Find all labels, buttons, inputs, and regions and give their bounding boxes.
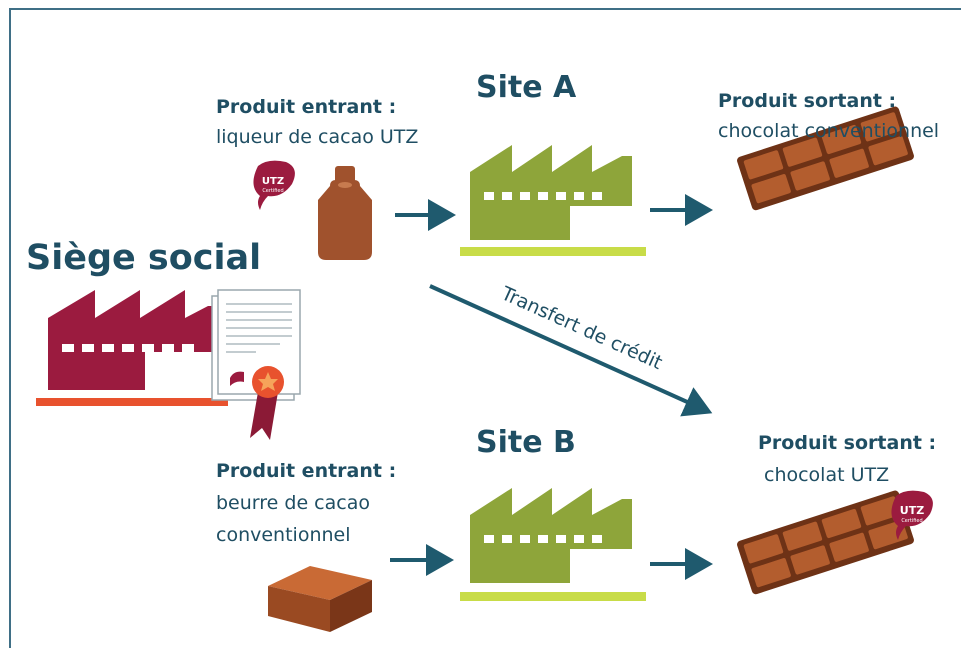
diagram-frame	[9, 8, 961, 648]
svg-text:Certified: Certified	[262, 188, 283, 194]
svg-text:UTZ: UTZ	[900, 504, 924, 517]
site-b-output-product: chocolat UTZ	[764, 464, 890, 486]
headquarters-title: Siège social	[26, 238, 262, 278]
cocoa-butter-block-icon	[268, 566, 372, 632]
site-a-output-product: chocolat conventionnel	[718, 120, 940, 142]
chocolate-bar-b-icon	[737, 490, 914, 595]
site-a-title: Site A	[476, 70, 577, 105]
site-b-title: Site B	[476, 425, 576, 460]
site-a-input-heading: Produit entrant :	[216, 96, 397, 118]
site-b-input-product-line1: beurre de cacao	[216, 492, 370, 514]
cocoa-liquor-bottle-icon	[318, 166, 372, 260]
svg-text:UTZ: UTZ	[262, 176, 284, 187]
site-a-input-product: liqueur de cacao UTZ	[216, 126, 419, 148]
credit-transfer-arrow	[429, 284, 713, 417]
site-b-output-heading: Produit sortant :	[758, 432, 937, 454]
svg-text:Certified: Certified	[901, 518, 922, 524]
headquarters-factory-icon	[36, 290, 228, 406]
site-b-input-product-line2: conventionnel	[216, 524, 351, 546]
site-b-factory-icon	[460, 488, 646, 601]
certificate-icon	[211, 289, 301, 440]
site-a-output-heading: Produit sortant :	[718, 90, 897, 112]
utz-logo-icon: UTZ Certified	[253, 160, 295, 210]
site-a-factory-icon	[460, 145, 646, 256]
chocolate-bar-a-icon	[737, 106, 914, 211]
site-b-input-heading: Produit entrant :	[216, 460, 397, 482]
utz-logo-b-icon: UTZ Certified	[891, 490, 933, 540]
